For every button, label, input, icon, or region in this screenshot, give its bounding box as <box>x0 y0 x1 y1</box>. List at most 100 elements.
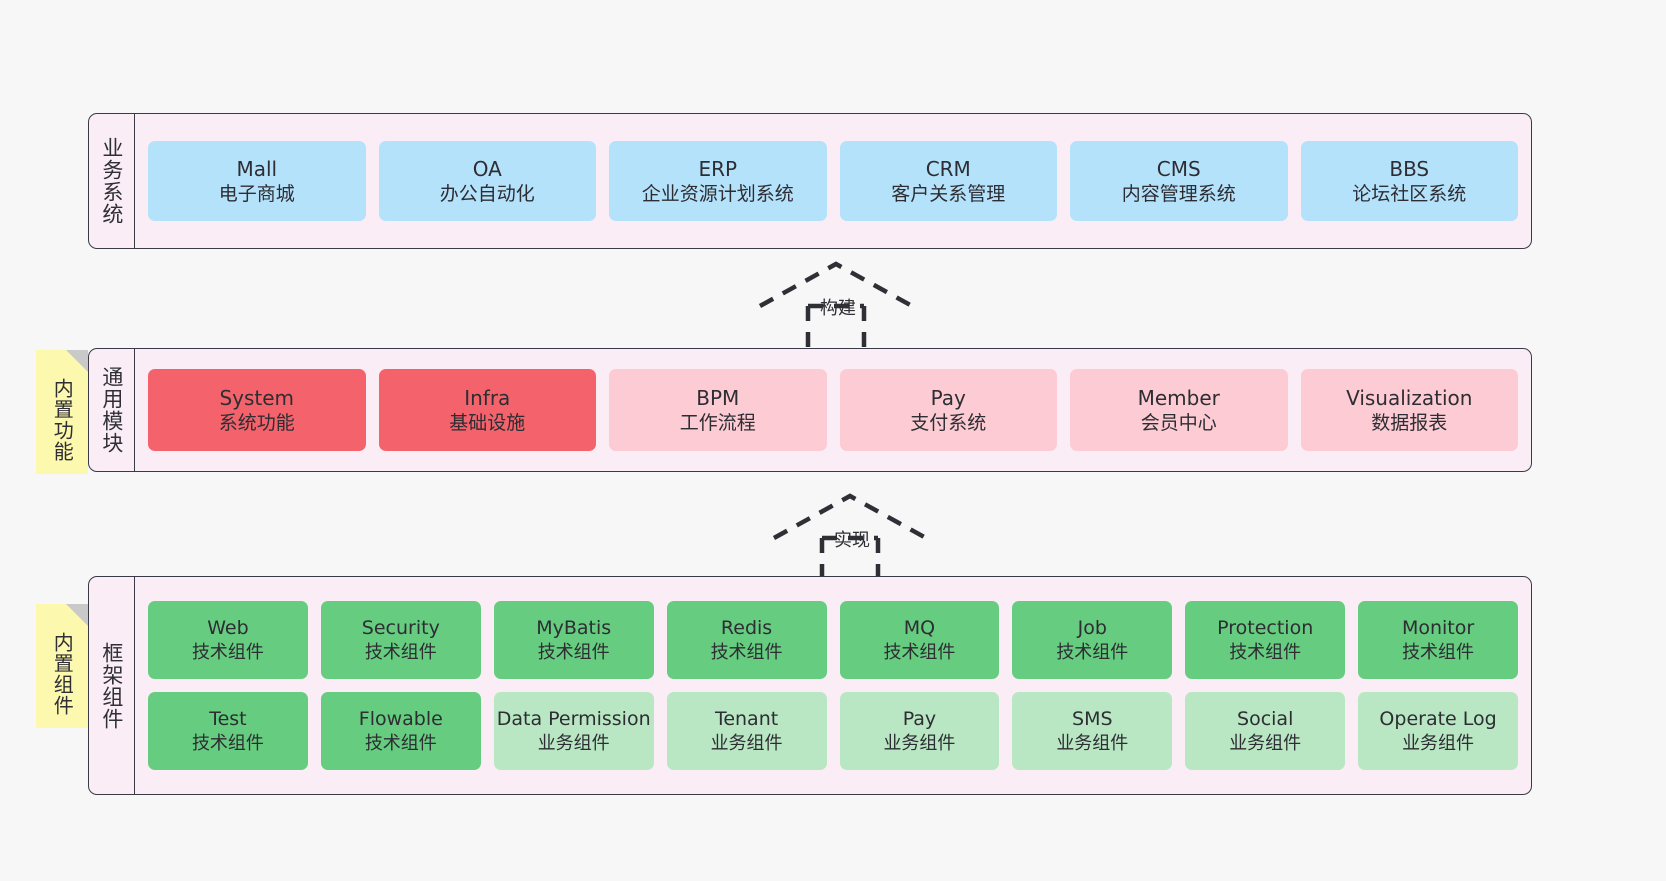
card-subtitle: 技术组件 <box>883 641 956 663</box>
card-title: MyBatis <box>536 616 612 639</box>
card-title: Protection <box>1217 616 1314 639</box>
card-title: ERP <box>698 156 738 181</box>
card-pay-module[interactable]: Pay 支付系统 <box>839 369 1057 451</box>
card-operate-log[interactable]: Operate Log 业务组件 <box>1358 692 1518 770</box>
card-title: CMS <box>1156 156 1201 181</box>
card-subtitle: 技术组件 <box>364 641 437 663</box>
card-subtitle: 技术组件 <box>1056 641 1129 663</box>
card-subtitle: 技术组件 <box>1402 641 1475 663</box>
card-pay-component[interactable]: Pay 业务组件 <box>839 692 1000 770</box>
card-subtitle: 内容管理系统 <box>1121 182 1236 205</box>
sticky-note-builtin-function: 内置功能 <box>36 350 88 474</box>
card-subtitle: 业务组件 <box>537 732 610 754</box>
card-flowable[interactable]: Flowable 技术组件 <box>320 692 481 770</box>
card-title: Flowable <box>358 707 443 730</box>
card-system[interactable]: System 系统功能 <box>148 369 366 451</box>
arrow-head-outline <box>772 493 928 540</box>
card-title: SMS <box>1072 707 1113 730</box>
card-title: Test <box>209 707 247 730</box>
connector-implement: 实现 <box>770 490 930 582</box>
card-cms[interactable]: CMS 内容管理系统 <box>1070 141 1288 221</box>
card-protection[interactable]: Protection 技术组件 <box>1185 601 1346 679</box>
layer-body-framework-component: Web 技术组件 Security 技术组件 MyBatis 技术组件 Redi… <box>135 577 1531 794</box>
card-title: Tenant <box>714 707 779 730</box>
connector-build: 构建 <box>756 258 916 350</box>
card-subtitle: 系统功能 <box>218 411 295 434</box>
layer-title-business-system: 业务系统 <box>89 114 135 248</box>
arrow-shaft-outline <box>819 535 881 582</box>
connector-build-label: 构建 <box>820 298 856 319</box>
card-subtitle: 工作流程 <box>679 411 756 434</box>
card-subtitle: 技术组件 <box>1229 641 1302 663</box>
sticky-note-label: 内置功能 <box>50 378 75 462</box>
sticky-note-label: 内置组件 <box>50 632 75 716</box>
card-title: Pay <box>930 385 966 410</box>
card-job[interactable]: Job 技术组件 <box>1012 601 1173 679</box>
arrow-head-outline <box>758 261 914 308</box>
arrow-shaft-outline <box>805 303 867 350</box>
card-title: CRM <box>925 156 971 181</box>
card-social[interactable]: Social 业务组件 <box>1185 692 1346 770</box>
card-mybatis[interactable]: MyBatis 技术组件 <box>493 601 654 679</box>
card-redis[interactable]: Redis 技术组件 <box>666 601 827 679</box>
card-title: Pay <box>902 707 937 730</box>
card-security[interactable]: Security 技术组件 <box>320 601 481 679</box>
card-bbs[interactable]: BBS 论坛社区系统 <box>1300 141 1518 221</box>
card-subtitle: 业务组件 <box>1229 732 1302 754</box>
card-subtitle: 办公自动化 <box>439 182 535 205</box>
card-data-permission[interactable]: Data Permission 业务组件 <box>493 692 654 770</box>
card-infra[interactable]: Infra 基础设施 <box>378 369 596 451</box>
card-visualization[interactable]: Visualization 数据报表 <box>1300 369 1518 451</box>
card-subtitle: 客户关系管理 <box>891 182 1006 205</box>
card-tenant[interactable]: Tenant 业务组件 <box>666 692 827 770</box>
layer-common-module: 通用模块 System 系统功能 Infra 基础设施 BPM 工作流程 Pay… <box>88 348 1532 472</box>
card-subtitle: 技术组件 <box>710 641 783 663</box>
card-subtitle: 技术组件 <box>191 732 264 754</box>
card-bpm[interactable]: BPM 工作流程 <box>609 369 827 451</box>
card-crm[interactable]: CRM 客户关系管理 <box>839 141 1057 221</box>
card-monitor[interactable]: Monitor 技术组件 <box>1358 601 1518 679</box>
card-title: Mall <box>236 156 278 181</box>
framework-row-2: Test 技术组件 Flowable 技术组件 Data Permission … <box>148 692 1518 770</box>
card-subtitle: 业务组件 <box>1402 732 1475 754</box>
card-subtitle: 论坛社区系统 <box>1352 182 1467 205</box>
card-oa[interactable]: OA 办公自动化 <box>378 141 596 221</box>
card-subtitle: 技术组件 <box>191 641 264 663</box>
card-subtitle: 会员中心 <box>1140 411 1217 434</box>
card-subtitle: 业务组件 <box>1056 732 1129 754</box>
card-sms[interactable]: SMS 业务组件 <box>1012 692 1173 770</box>
card-subtitle: 数据报表 <box>1371 411 1448 434</box>
card-title: BPM <box>696 385 740 410</box>
card-title: BBS <box>1389 156 1430 181</box>
card-title: Visualization <box>1346 385 1473 410</box>
card-member[interactable]: Member 会员中心 <box>1070 369 1288 451</box>
card-title: System <box>219 385 295 410</box>
card-title: OA <box>472 156 502 181</box>
layer-title-common-module: 通用模块 <box>89 349 135 471</box>
card-subtitle: 技术组件 <box>537 641 610 663</box>
layer-body-common-module: System 系统功能 Infra 基础设施 BPM 工作流程 Pay 支付系统… <box>135 349 1531 471</box>
card-title: Web <box>207 616 249 639</box>
layer-body-business-system: Mall 电子商城 OA 办公自动化 ERP 企业资源计划系统 CRM 客户关系… <box>135 114 1531 248</box>
card-subtitle: 支付系统 <box>910 411 987 434</box>
card-subtitle: 电子商城 <box>218 182 295 205</box>
connector-implement-label: 实现 <box>834 530 870 551</box>
card-title: Data Permission <box>496 707 651 730</box>
card-title: Social <box>1237 707 1294 730</box>
framework-row-1: Web 技术组件 Security 技术组件 MyBatis 技术组件 Redi… <box>148 601 1518 679</box>
card-mq[interactable]: MQ 技术组件 <box>839 601 1000 679</box>
card-web[interactable]: Web 技术组件 <box>148 601 308 679</box>
card-test[interactable]: Test 技术组件 <box>148 692 308 770</box>
card-title: Security <box>361 616 440 639</box>
card-erp[interactable]: ERP 企业资源计划系统 <box>609 141 827 221</box>
card-mall[interactable]: Mall 电子商城 <box>148 141 366 221</box>
sticky-note-builtin-component: 内置组件 <box>36 604 88 728</box>
card-subtitle: 技术组件 <box>364 732 437 754</box>
card-subtitle: 业务组件 <box>710 732 783 754</box>
card-title: Job <box>1077 616 1107 639</box>
card-title: Redis <box>720 616 773 639</box>
layer-business-system: 业务系统 Mall 电子商城 OA 办公自动化 ERP 企业资源计划系统 CRM… <box>88 113 1532 249</box>
layer-framework-component: 框架组件 Web 技术组件 Security 技术组件 MyBatis 技术组件… <box>88 576 1532 795</box>
card-title: Monitor <box>1401 616 1475 639</box>
